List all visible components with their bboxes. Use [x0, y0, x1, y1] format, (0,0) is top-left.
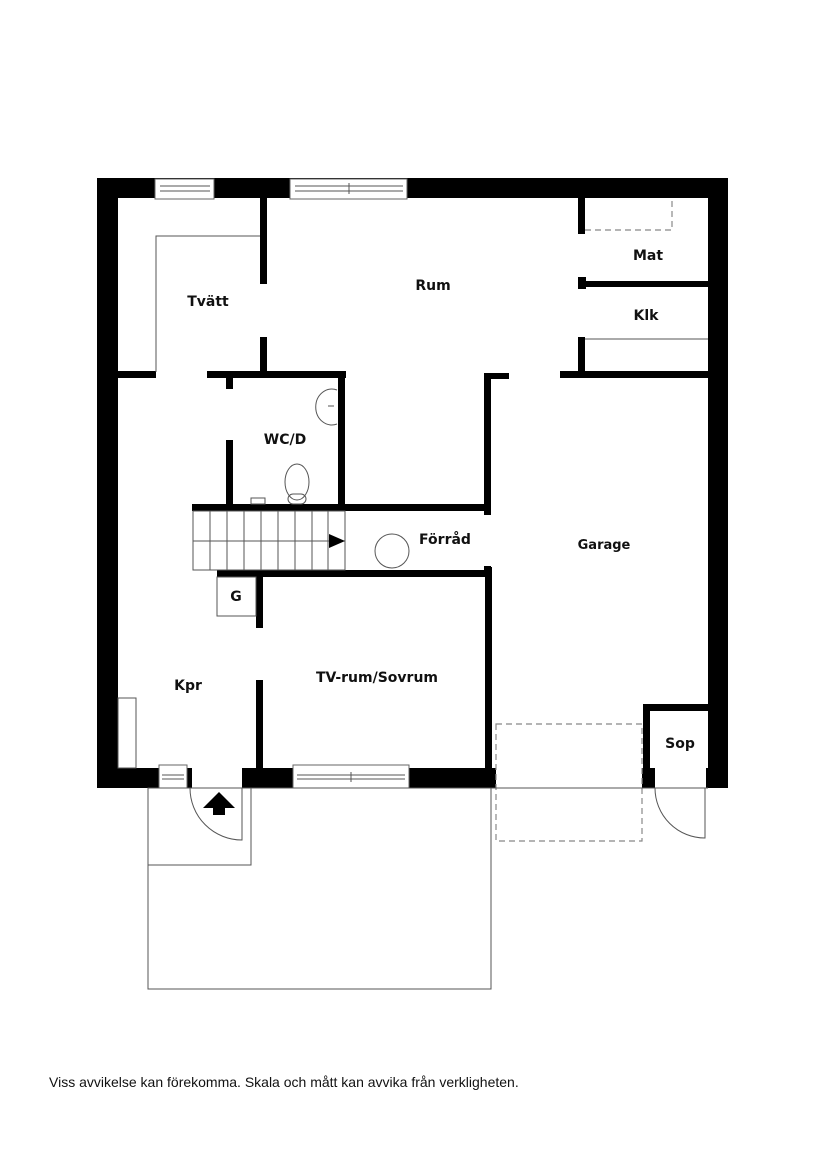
drain-icon — [250, 497, 266, 505]
toilet-icon — [284, 463, 310, 505]
disclaimer-text: Viss avvikelse kan förekomma. Skala och … — [49, 1074, 519, 1090]
exterior-walls — [97, 178, 728, 788]
stair-direction-arrow-icon — [329, 534, 345, 548]
windows — [154, 178, 410, 789]
water-heater-icon — [374, 533, 410, 569]
room-label-wc-d: WC/D — [264, 432, 306, 448]
interior-walls — [118, 198, 710, 770]
room-label-sop: Sop — [665, 736, 695, 752]
fixtures — [117, 198, 708, 990]
room-label-tvatt: Tvätt — [187, 294, 229, 310]
room-label-g: G — [230, 589, 242, 605]
entrance-arrow-icon — [203, 792, 235, 815]
room-label-kpr: Kpr — [174, 678, 202, 694]
room-label-rum: Rum — [415, 278, 450, 294]
room-label-tv-rum-sovrum: TV-rum/Sovrum — [316, 670, 438, 686]
room-label-klk: Klk — [634, 308, 660, 324]
room-labels: Tvätt Rum Mat Klk WC/D Förråd Garage G K… — [174, 248, 695, 752]
room-label-forrad: Förråd — [419, 531, 471, 548]
room-label-mat: Mat — [633, 248, 663, 264]
staircase — [192, 510, 346, 571]
room-label-garage: Garage — [578, 538, 631, 553]
sink-icon — [315, 388, 338, 426]
